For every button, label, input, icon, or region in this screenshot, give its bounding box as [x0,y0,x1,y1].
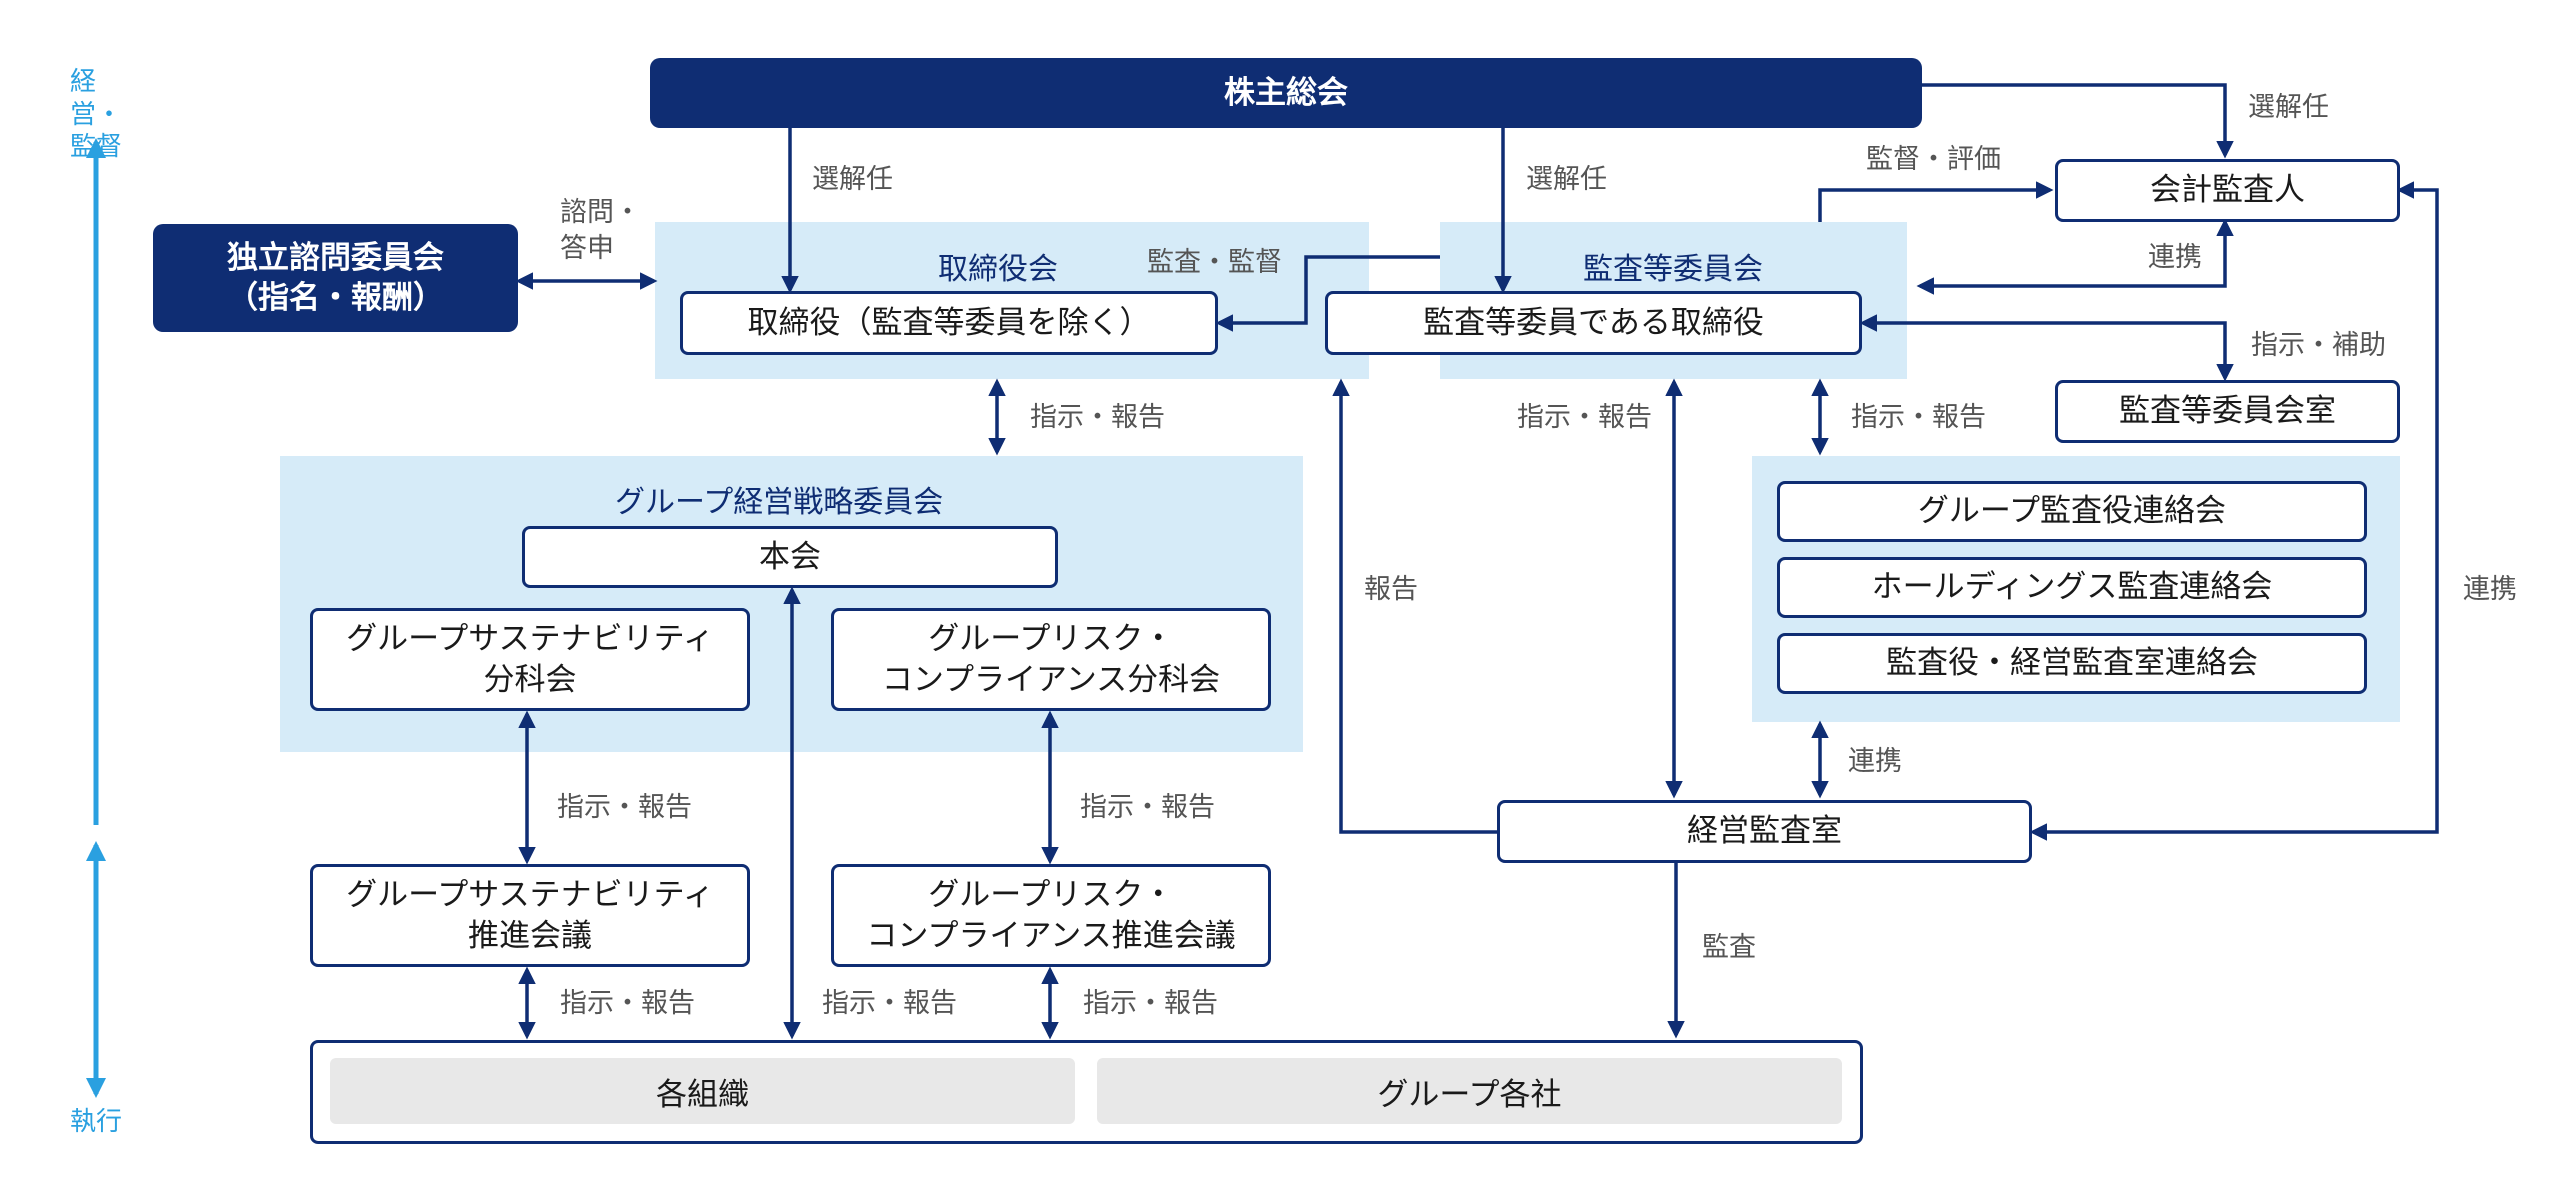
label-instruct-support: 指示・補助 [2251,330,2386,361]
advisory-committee: 独立諮問委員会 （指名・報酬） [153,224,518,332]
label-instruct-board: 指示・報告 [1030,402,1165,433]
sustain-subcommittee: グループサステナビリティ 分科会 [310,608,750,711]
board-title: 取締役会 [938,252,1058,287]
shareholders-meeting: 株主総会 [650,58,1922,128]
strategy-main-box: 本会 [522,526,1058,588]
liaison-box-3: 監査役・経営監査室連絡会 [1777,633,2367,694]
label-instruct-main: 指示・報告 [822,988,957,1019]
auditor-box: 会計監査人 [2055,159,2400,222]
risk-meeting: グループリスク・ コンプライアンス推進会議 [831,864,1271,967]
audit-office-box: 監査等委員会室 [2055,380,2400,443]
axis-bottom-label: 執行 [70,1107,123,1137]
label-appoint-audit: 選解任 [1526,164,1607,195]
strategy-title: グループ経営戦略委員会 [615,485,944,520]
label-report: 報告 [1364,574,1418,605]
label-instruct-audit-right: 指示・報告 [1851,402,1986,433]
org-units: 各組織 [330,1058,1075,1124]
axis-top-label: 経営・ 監督 [70,67,123,162]
label-appoint-board: 選解任 [812,164,893,195]
label-instruct-audit-left: 指示・報告 [1517,402,1652,433]
label-instruct-sustain-meeting: 指示・報告 [560,988,695,1019]
liaison-box-1: グループ監査役連絡会 [1777,481,2367,542]
label-instruct-sustain: 指示・報告 [557,792,692,823]
label-instruct-risk: 指示・報告 [1080,792,1215,823]
internal-audit-box: 経営監査室 [1497,800,2032,863]
audit-committee-title: 監査等委員会 [1583,252,1763,287]
label-audit-supervise: 監査・監督 [1147,247,1282,278]
directors-box: 取締役（監査等委員を除く） [680,291,1218,355]
label-cooperate-auditor: 連携 [2148,242,2202,273]
label-cooperate-right: 連携 [2463,574,2517,605]
label-audit: 監査 [1702,932,1756,963]
label-cooperate-liaison: 連携 [1848,746,1902,777]
group-companies: グループ各社 [1097,1058,1842,1124]
label-supervise-eval: 監督・評価 [1866,144,2001,175]
sustain-meeting: グループサステナビリティ 推進会議 [310,864,750,967]
label-appoint-auditor: 選解任 [2248,92,2329,123]
audit-members-box: 監査等委員である取締役 [1325,291,1862,355]
label-consult: 諮問・ 答申 [560,197,641,265]
label-instruct-risk-meeting: 指示・報告 [1083,988,1218,1019]
liaison-box-2: ホールディングス監査連絡会 [1777,557,2367,618]
risk-subcommittee: グループリスク・ コンプライアンス分科会 [831,608,1271,711]
